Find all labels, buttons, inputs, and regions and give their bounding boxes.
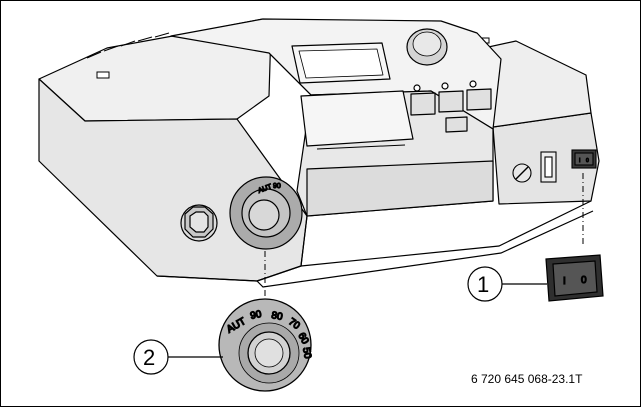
hex-plug-icon — [180, 204, 218, 242]
figure-code: 6 720 645 068-23.1T — [471, 372, 583, 386]
panel-button-4 — [445, 116, 468, 133]
housing-base — [156, 200, 594, 288]
small-switch-off-label: 0 — [586, 158, 589, 164]
housing-temperature-dial: AUT 90 — [229, 176, 303, 250]
callout-1: 1 — [467, 266, 547, 302]
housing-dial-90: 90 — [273, 183, 281, 190]
enlarged-temperature-dial: AUT 90 80 70 60 50 — [218, 298, 314, 392]
callout-2-number: 2 — [143, 345, 155, 370]
callout-1-number: 1 — [477, 272, 489, 297]
panel-button-3 — [466, 88, 492, 111]
display-inner — [298, 48, 384, 79]
callout-2: 2 — [133, 339, 223, 375]
switch-off-label: 0 — [581, 275, 587, 286]
panel-front-slope — [306, 160, 494, 217]
enlarged-power-switch: I 0 — [545, 254, 604, 302]
front-right-elements: I 0 — [512, 149, 597, 183]
small-switch-on-label: I — [579, 158, 580, 164]
panel-button-1 — [410, 92, 436, 116]
control-panel — [170, 18, 502, 217]
panel-button-2 — [438, 90, 464, 113]
switch-on-label: I — [563, 276, 566, 287]
dial-mark-80: 80 — [270, 310, 283, 323]
dial-mark-90: 90 — [249, 309, 263, 322]
dial-mark-50: 50 — [300, 347, 313, 360]
panel-lower-window — [300, 90, 414, 147]
